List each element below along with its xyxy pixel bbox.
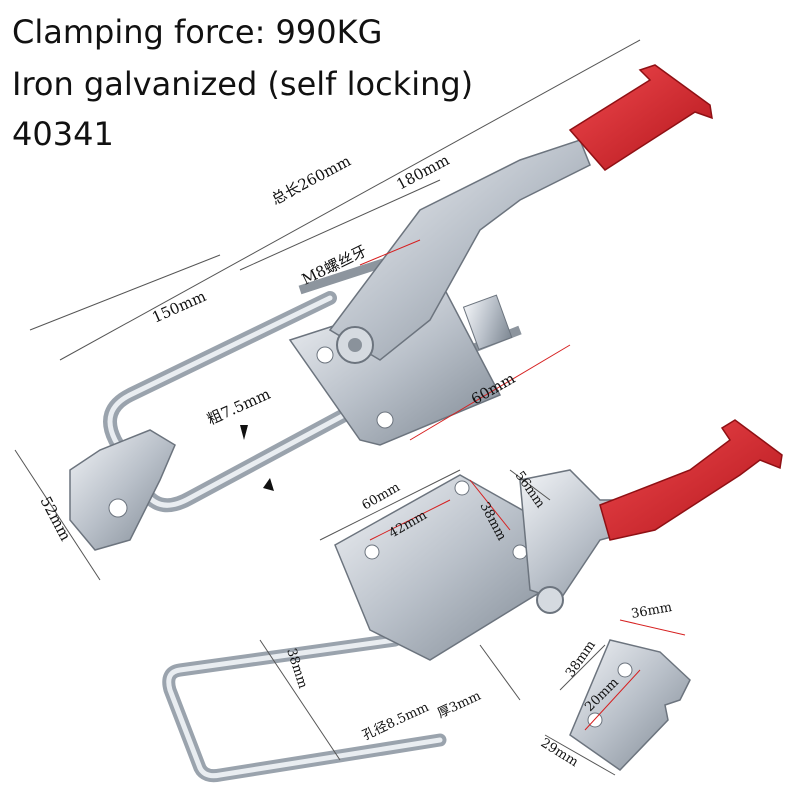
dimension-lines <box>14 39 686 776</box>
label-thickness-3: 厚3mm <box>435 689 483 722</box>
headline-material: Iron galvanized (self locking) <box>12 65 474 103</box>
label-180: 180mm <box>393 151 452 194</box>
bottom-latch-clamp <box>162 419 783 783</box>
top-hook-plate <box>69 429 176 551</box>
label-total-length: 总长260mm <box>268 152 353 209</box>
dimension-arrows <box>240 425 274 491</box>
top-red-handle <box>568 64 713 171</box>
label-plate-60: 60mm <box>360 480 403 514</box>
top-lever-arm <box>328 139 591 361</box>
headline-clamping-force: Clamping force: 990KG <box>12 13 383 51</box>
label-150: 150mm <box>149 287 208 327</box>
label-hook-38: 38mm <box>563 638 599 680</box>
top-latch-clamp <box>69 64 713 551</box>
label-52: 52mm <box>36 493 74 543</box>
label-hook-36: 36mm <box>630 600 673 622</box>
bottom-u-bolt <box>162 633 447 783</box>
hook-bracket <box>569 639 691 771</box>
label-rod-thickness: 粗7.5mm <box>204 385 273 429</box>
bottom-red-handle <box>599 419 783 541</box>
headline-model-number: 40341 <box>12 115 114 153</box>
label-hook-29: 29mm <box>538 736 581 771</box>
